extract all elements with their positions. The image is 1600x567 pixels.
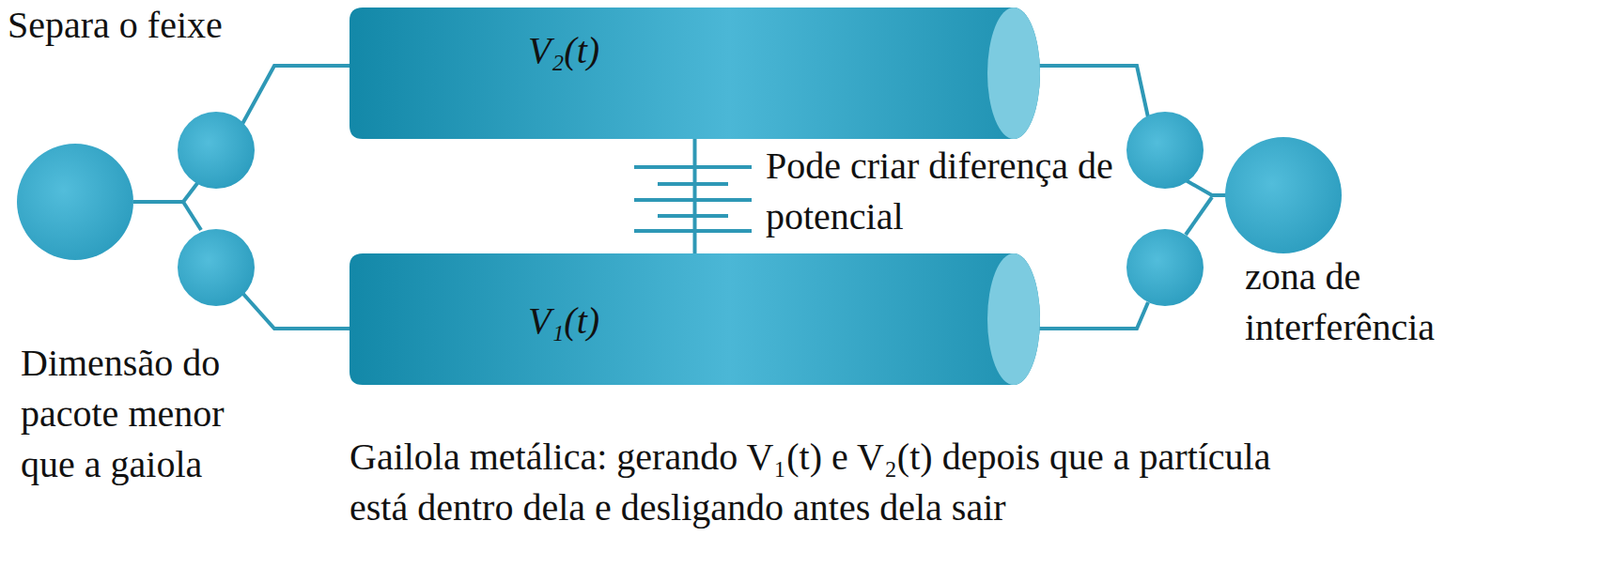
beam-line [1038, 65, 1149, 118]
annotation: zona de interferência [1244, 251, 1490, 354]
beam-line [242, 293, 350, 329]
annotation: Separa o feixe [7, 0, 309, 51]
beam-line [1185, 180, 1227, 196]
wave-packet [177, 111, 255, 189]
wave-packet [1126, 111, 1204, 189]
wave-packet [1225, 137, 1342, 254]
beam-line [1038, 302, 1149, 329]
annotation: Dimensão do pacote menor que a gaiola [20, 338, 284, 491]
beam-line [1185, 197, 1212, 235]
caption-note: Gailola metálica: gerando V₁(t) e V₂(t) … [349, 432, 1308, 534]
battery-note: Pode criar diferença de potencial [765, 140, 1142, 243]
wave-packet [16, 143, 134, 261]
potential-label: V₂(t) [528, 28, 600, 74]
metal-cage-cylinder [349, 7, 1041, 140]
beam-line [183, 201, 202, 231]
wave-packet [177, 229, 255, 307]
battery-wire [693, 139, 698, 254]
metal-cage-cylinder [349, 253, 1041, 386]
potential-label: V₁(t) [528, 298, 600, 344]
cage-node: V₂(t) [349, 7, 1041, 140]
wave-packet [1126, 229, 1204, 307]
beam-line [242, 65, 350, 125]
beam-line [133, 200, 184, 204]
cage-node: V₁(t) [349, 253, 1041, 386]
